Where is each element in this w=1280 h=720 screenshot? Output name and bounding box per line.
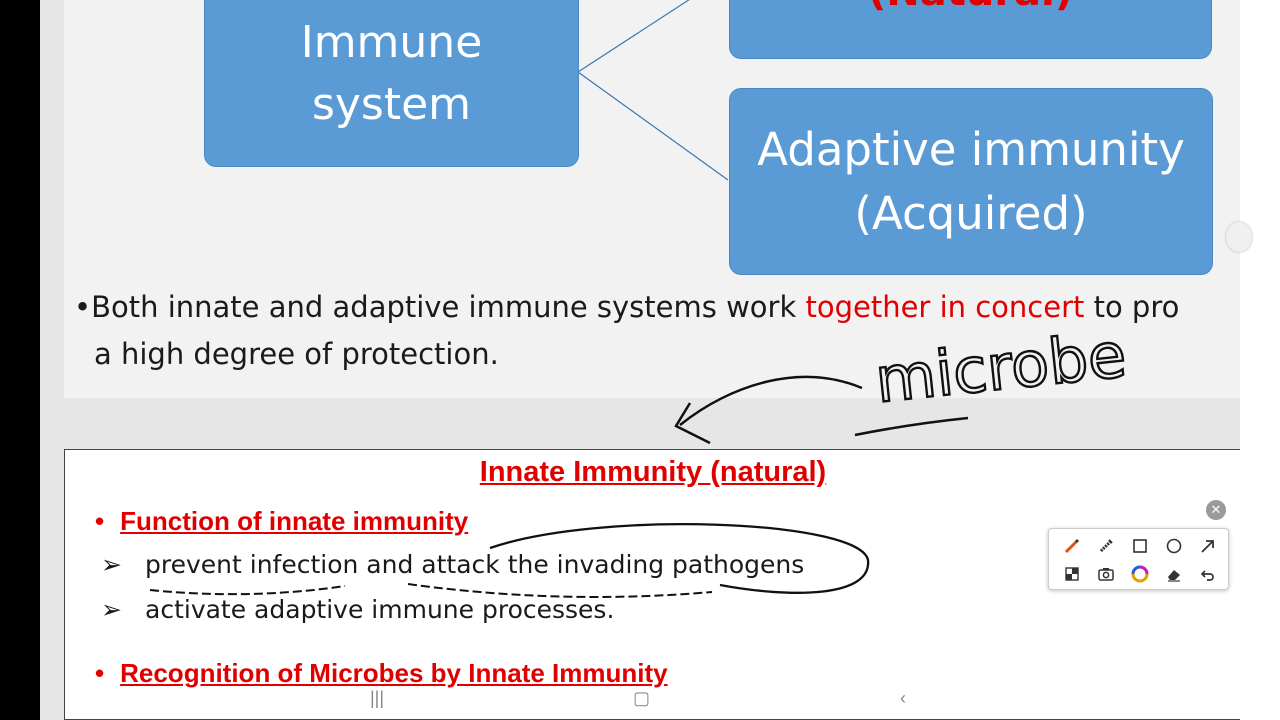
bullet-text-before: Both innate and adaptive immune systems … xyxy=(91,290,806,324)
arrow-icon[interactable] xyxy=(1191,532,1225,560)
arrow-bullet-icon: ➢ xyxy=(101,550,122,579)
adaptive-box-line1: Adaptive immunity xyxy=(757,122,1185,176)
bullet-text-after: to pro xyxy=(1084,290,1180,324)
highlighter-icon[interactable] xyxy=(1089,532,1123,560)
home-icon[interactable]: ▢ xyxy=(633,688,651,708)
grid-icon[interactable] xyxy=(1055,560,1089,588)
close-toolbar-icon[interactable]: ✕ xyxy=(1206,500,1226,520)
bullet-line-2: a high degree of protection. xyxy=(94,337,499,371)
slide-title: Innate Immunity (natural) xyxy=(479,456,827,488)
bullet-text-highlight: together in concert xyxy=(805,290,1085,324)
immune-box-line1: Immune xyxy=(300,16,483,68)
section-function: •Function of innate immunity xyxy=(95,506,469,536)
viewport: Immune system (Natural) Adaptive immunit… xyxy=(40,0,1240,720)
camera-icon[interactable] xyxy=(1089,560,1123,588)
undo-icon[interactable] xyxy=(1191,560,1225,588)
side-handle[interactable] xyxy=(1226,222,1252,252)
eraser-icon[interactable] xyxy=(1157,560,1191,588)
adaptive-immunity-box: Adaptive immunity (Acquired) xyxy=(729,88,1213,275)
list-item-text: activate adaptive immune processes. xyxy=(145,595,615,624)
connector-lines xyxy=(577,0,729,181)
natural-label: (Natural) xyxy=(868,0,1073,15)
circle-icon[interactable] xyxy=(1157,532,1191,560)
color-wheel-icon[interactable] xyxy=(1123,560,1157,588)
back-icon[interactable]: ‹ xyxy=(900,688,906,708)
list-item: ➢ prevent infection and attack the invadi… xyxy=(101,550,804,579)
arrow-bullet-icon: ➢ xyxy=(101,595,122,624)
recent-apps-icon[interactable]: ||| xyxy=(370,688,385,708)
rectangle-icon[interactable] xyxy=(1123,532,1157,560)
slide-top: Immune system (Natural) Adaptive immunit… xyxy=(64,0,1240,398)
list-item: ➢ activate adaptive immune processes. xyxy=(101,595,614,624)
annotation-toolbar xyxy=(1048,528,1229,590)
slide-bottom: Innate Immunity (natural) •Function of i… xyxy=(64,449,1240,720)
immune-box-line2: system xyxy=(311,78,472,130)
section-function-label: Function of innate immunity xyxy=(120,506,469,536)
bullet-both-systems: •Both innate and adaptive immune systems… xyxy=(74,290,1180,324)
right-margin xyxy=(1240,0,1280,720)
section-recognition: •Recognition of Microbes by Innate Immun… xyxy=(95,658,668,688)
immune-system-box: Immune system xyxy=(204,0,579,167)
list-item-text: prevent infection and attack the invadin… xyxy=(145,550,805,579)
adaptive-box-line2: (Acquired) xyxy=(854,186,1088,240)
innate-natural-box: (Natural) xyxy=(729,0,1212,59)
section-recognition-label: Recognition of Microbes by Innate Immuni… xyxy=(120,658,668,688)
pen-icon[interactable] xyxy=(1055,532,1089,560)
